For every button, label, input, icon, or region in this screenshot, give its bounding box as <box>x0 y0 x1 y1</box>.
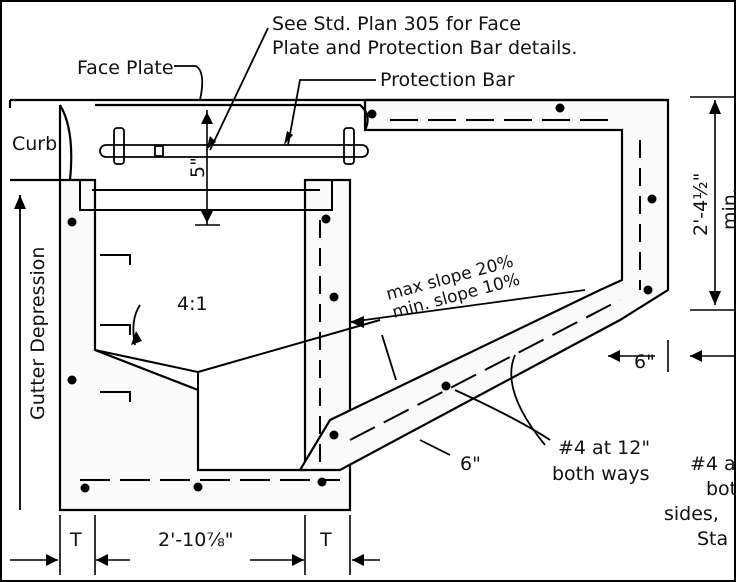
rebar-note-line2: both ways <box>552 463 650 485</box>
rebar-dots <box>67 103 657 493</box>
cutoff-note-line4: Sta <box>697 528 728 550</box>
arrow-heads <box>131 131 364 345</box>
ratio-label: 4:1 <box>177 293 208 315</box>
curb-top-slab <box>8 98 668 182</box>
height-dim: 2'-4½" <box>690 173 712 236</box>
t-left-dim: T <box>69 529 82 551</box>
basin-inner <box>79 180 381 470</box>
rebar-note-line1: #4 at 12" <box>558 437 650 459</box>
rebar-marks <box>80 119 641 481</box>
dimension-lines <box>10 96 736 575</box>
face-plate-label: Face Plate <box>77 57 174 79</box>
leader-lines <box>19 27 586 510</box>
cutoff-note-line1: #4 a <box>690 453 736 475</box>
t-right-dim: T <box>319 529 332 551</box>
curb-label: Curb <box>12 133 57 155</box>
six-inch-callout: 6" <box>460 453 481 475</box>
cutoff-note-line2: bot <box>706 478 736 500</box>
min-dim: min. <box>719 188 736 230</box>
std-plan-note-line2: Plate and Protection Bar details. <box>272 37 577 59</box>
protection-bar-label: Protection Bar <box>380 69 515 91</box>
dimension-arrows <box>14 100 721 566</box>
std-plan-note-line1: See Std. Plan 305 for Face <box>272 13 521 35</box>
cutoff-note-line3: sides, <box>664 503 719 525</box>
five-inch-dim: 5" <box>187 157 209 178</box>
protection-bar <box>99 127 369 165</box>
width-dim: 2'-10⅞" <box>158 529 234 551</box>
six-inch-right-dim: 6" <box>634 351 655 373</box>
gutter-depression-label: Gutter Depression <box>27 247 49 420</box>
